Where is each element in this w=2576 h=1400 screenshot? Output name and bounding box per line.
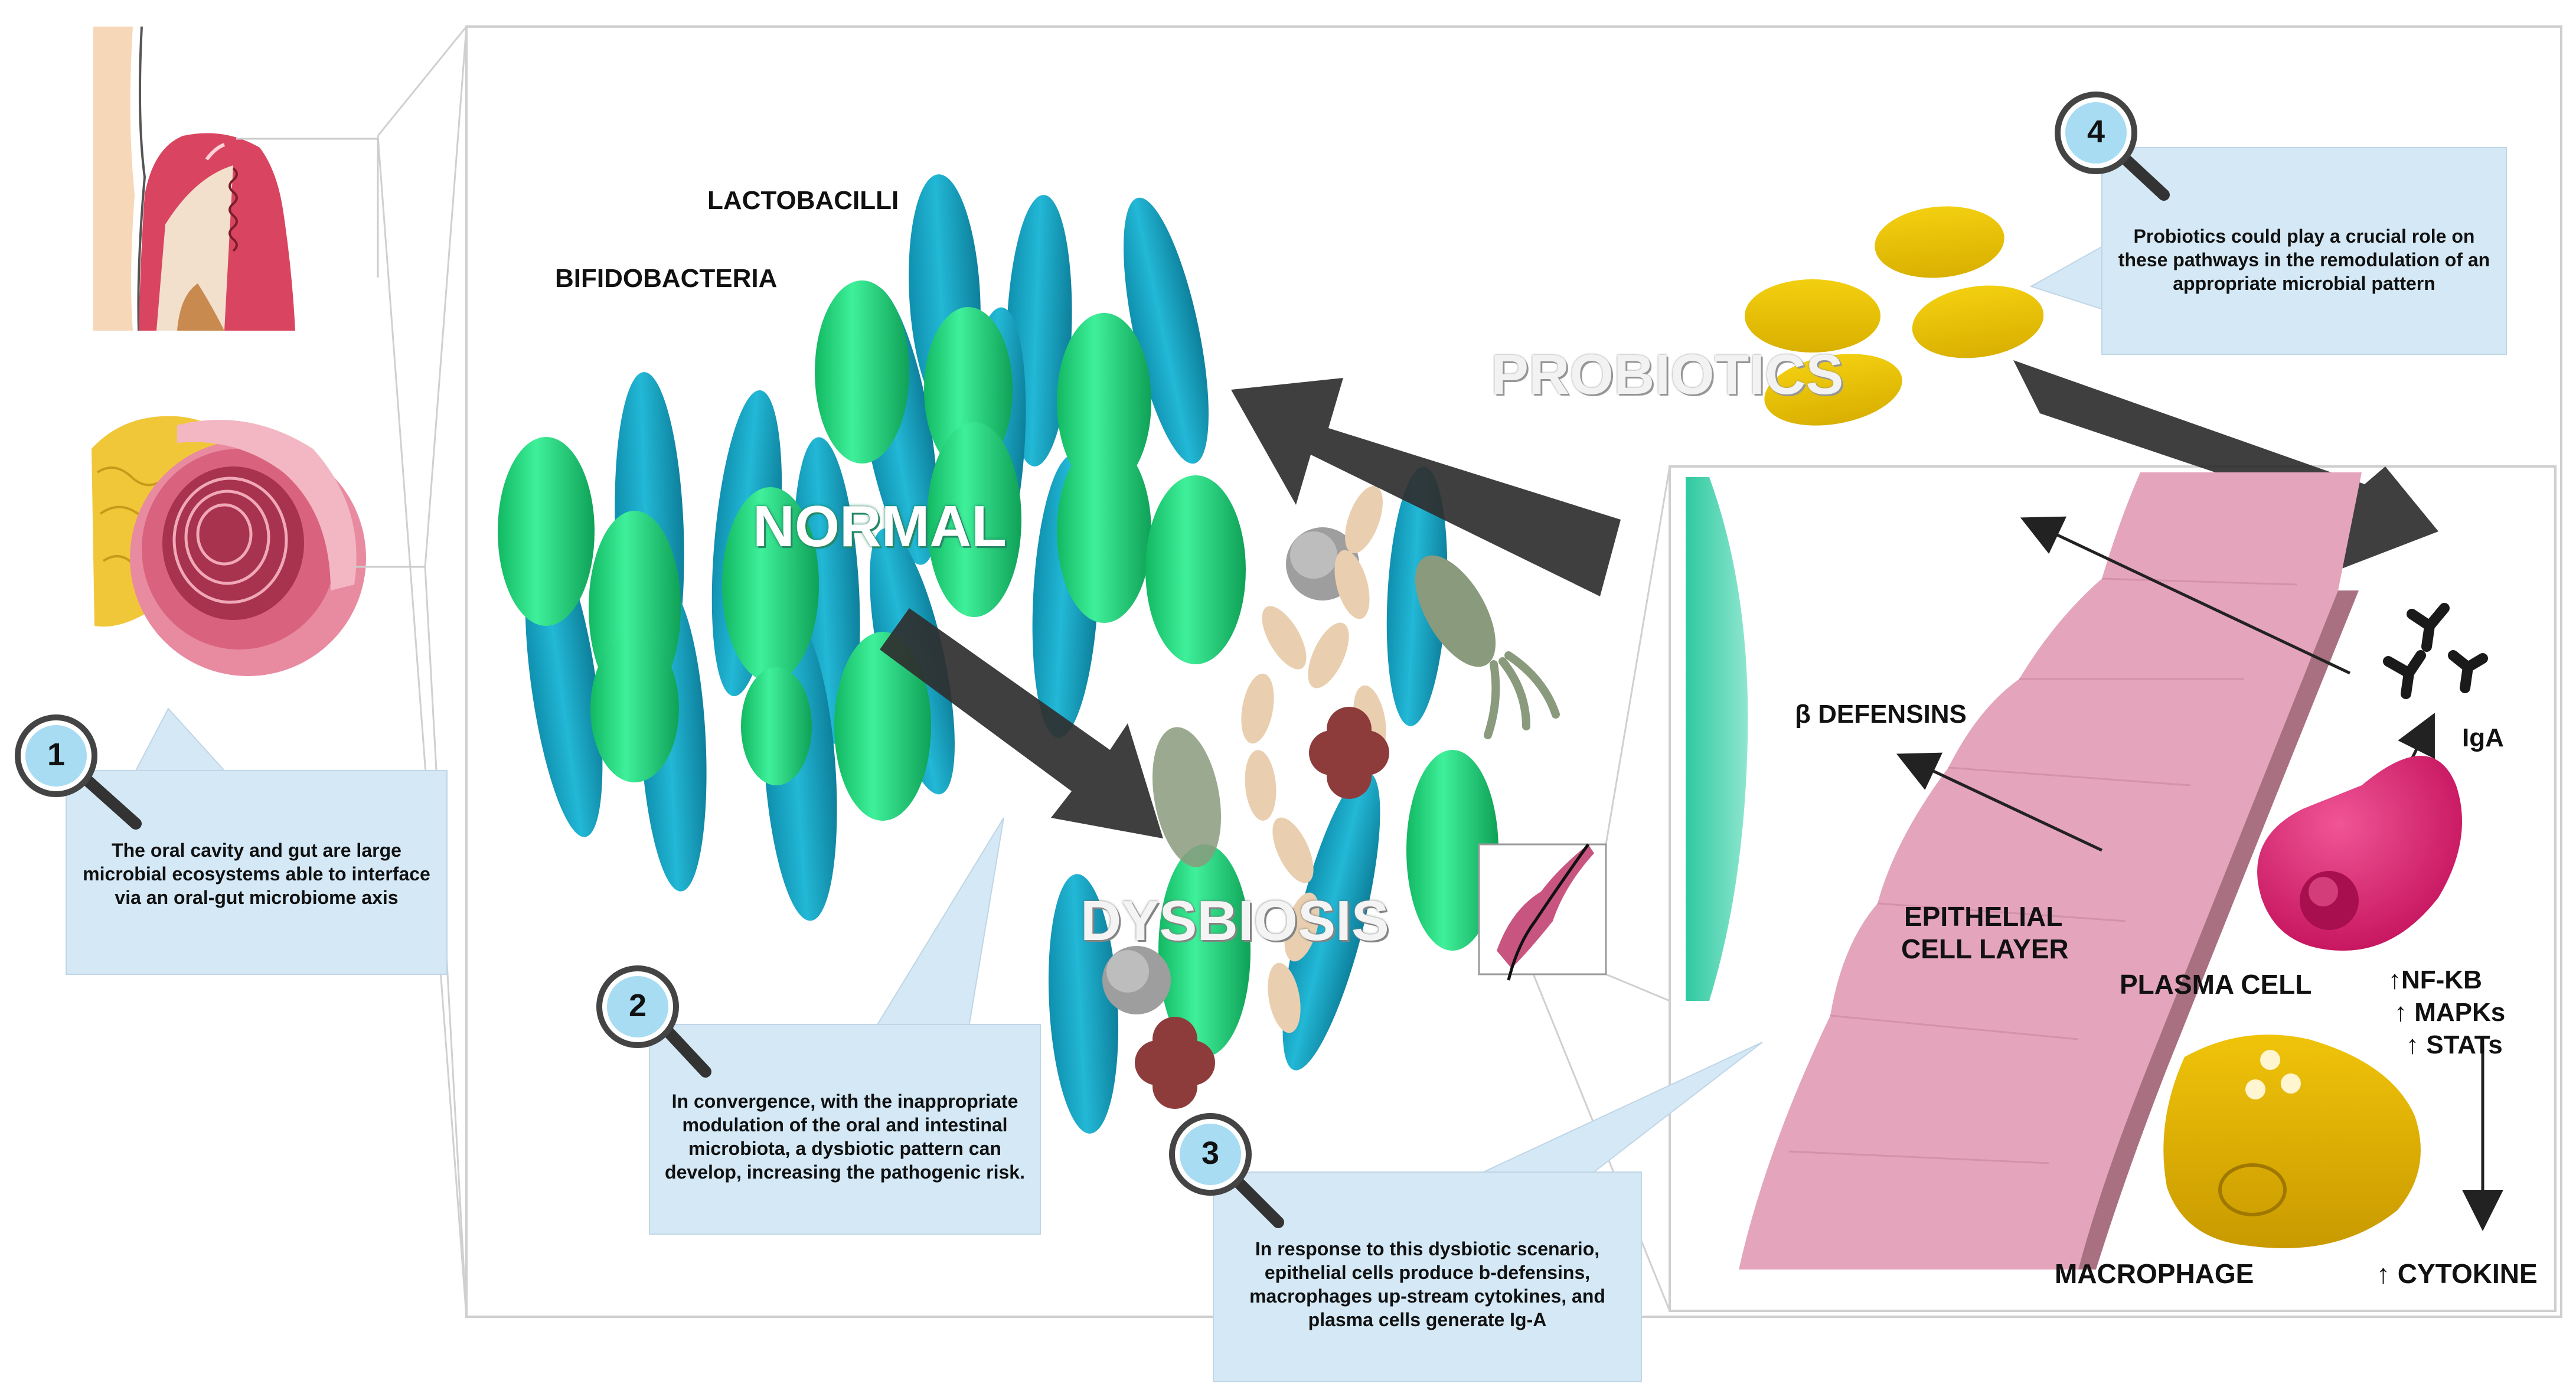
callout-4-text: Probiotics could play a crucial role on … bbox=[2118, 226, 2490, 294]
magnifier-badges bbox=[15, 92, 2170, 1228]
intestine-illustration bbox=[92, 416, 425, 676]
dysbiotic-microbes bbox=[1102, 485, 1607, 1109]
callout-1-number: 1 bbox=[47, 737, 66, 772]
stats-label: ↑ STATs bbox=[2406, 1030, 2503, 1059]
callout-1-box bbox=[66, 707, 448, 975]
magnifier-1 bbox=[15, 714, 142, 830]
callout-2-box bbox=[649, 817, 1041, 1235]
callout-2-text: In convergence, with the inappropriate m… bbox=[665, 1091, 1025, 1183]
callout-3-box bbox=[1213, 1042, 1763, 1382]
probiotic-cells bbox=[1745, 206, 2044, 426]
epithelial-label-line1: EPITHELIAL bbox=[1904, 901, 2063, 932]
big-arrows bbox=[880, 360, 2438, 838]
probiotics-label: PROBIOTICS bbox=[1491, 343, 1844, 406]
callout-3-text: In response to this dysbiotic scenario, … bbox=[1249, 1238, 1605, 1330]
plasma-cell bbox=[2257, 756, 2462, 951]
normal-label: NORMAL bbox=[753, 494, 1007, 559]
epithelial-cell-layer bbox=[1739, 472, 2362, 1270]
beta-defensins-label: β DEFENSINS bbox=[1795, 700, 1967, 729]
cytokine-label: ↑ CYTOKINE bbox=[2376, 1258, 2538, 1289]
iga-label: IgA bbox=[2462, 723, 2504, 752]
callout-1-text: The oral cavity and gut are large microb… bbox=[83, 840, 430, 908]
magnifier-2 bbox=[596, 965, 711, 1078]
bifidobacteria-cluster bbox=[498, 280, 1498, 1057]
magnifier-3 bbox=[1169, 1113, 1284, 1228]
plasma-cell-label: PLASMA CELL bbox=[2120, 969, 2312, 1000]
callout-4-number: 4 bbox=[2087, 114, 2105, 149]
callout-3-number: 3 bbox=[1201, 1135, 1220, 1171]
nfkb-label: ↑NF-KB bbox=[2388, 965, 2482, 994]
lactobacilli-label: LACTOBACILLI bbox=[707, 186, 899, 215]
dysbiosis-label: DYSBIOSIS bbox=[1080, 889, 1389, 952]
bifidobacteria-label: BIFIDOBACTERIA bbox=[555, 264, 778, 293]
magnifier-4 bbox=[2055, 92, 2170, 201]
tooth-illustration bbox=[93, 26, 379, 331]
callout-2-number: 2 bbox=[628, 988, 647, 1023]
macrophage-label: MACROPHAGE bbox=[2055, 1258, 2254, 1289]
mapks-label: ↑ MAPKs bbox=[2394, 998, 2506, 1027]
epithelial-label-line2: CELL LAYER bbox=[1901, 934, 2069, 964]
iga-antibodies bbox=[2383, 603, 2488, 699]
macrophage bbox=[2163, 1035, 2421, 1248]
callout-4-box bbox=[2029, 147, 2507, 355]
mucosa-layer bbox=[1686, 477, 1748, 1001]
